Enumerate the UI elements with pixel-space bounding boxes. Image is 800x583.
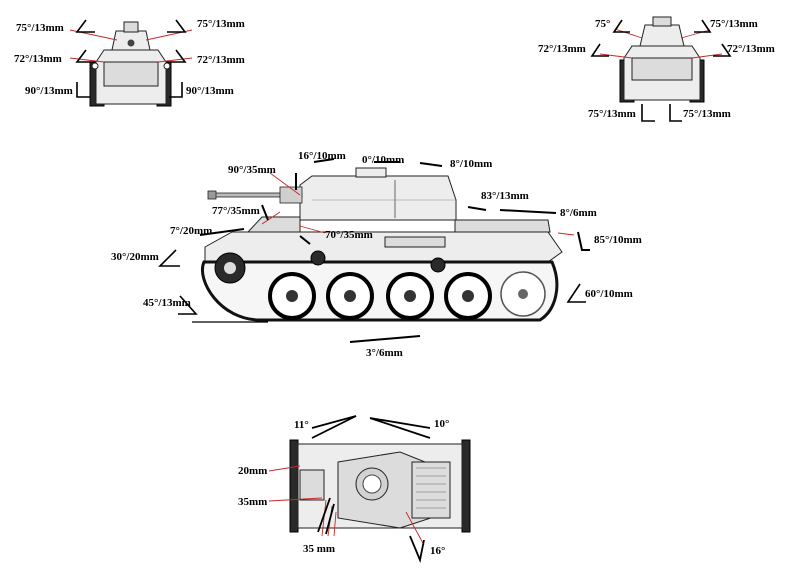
side-cupola <box>355 167 387 178</box>
side-label-upper-rear-plate: 85°/10mm <box>594 234 642 246</box>
front-view-drawing <box>89 21 172 107</box>
front-label-mid-left: 72°/13mm <box>14 53 62 65</box>
side-hull <box>204 231 563 263</box>
side-label-turret-roof-front: 16°/10mm <box>298 150 346 162</box>
rear-label-mid-left: 72°/13mm <box>538 43 586 55</box>
front-label-mid-right: 72°/13mm <box>197 54 245 66</box>
top-label-right-angle: 10° <box>434 418 449 430</box>
side-label-nose-plate: 45°/13mm <box>143 297 191 309</box>
top-right-track <box>461 439 471 533</box>
side-label-hull-roof-front: 7°/20mm <box>170 225 212 237</box>
side-label-lower-front-plate: 30°/20mm <box>111 251 159 263</box>
rear-label-upper-left: 75° <box>595 18 610 30</box>
rear-view-angle-markers <box>590 19 732 122</box>
top-label-left-angle: 11° <box>294 419 309 431</box>
top-view-drawing <box>289 439 471 533</box>
side-label-turret-front: 77°/35mm <box>212 205 260 217</box>
top-label-turret-side: 35 mm <box>303 543 335 555</box>
side-engine-deck <box>454 219 551 233</box>
side-return-roller-1 <box>310 250 326 266</box>
side-hull-box <box>384 236 446 248</box>
side-label-mantlet: 90°/35mm <box>228 164 276 176</box>
front-cupola <box>123 21 139 33</box>
front-gun <box>127 39 135 47</box>
side-label-upper-front-plate: 70°/35mm <box>325 229 373 241</box>
rear-label-mid-right: 72°/13mm <box>727 43 775 55</box>
front-right-headlight <box>163 62 171 70</box>
side-return-roller-2 <box>430 257 446 273</box>
side-front-plate <box>246 216 301 233</box>
side-label-turret-roof: 0°/10mm <box>362 154 404 166</box>
side-label-engine-deck: 8°/6mm <box>560 207 597 219</box>
top-left-track <box>289 439 299 533</box>
top-engine-deck <box>411 461 451 519</box>
rear-cupola <box>652 16 672 27</box>
front-label-lower-left: 90°/13mm <box>25 85 73 97</box>
rear-label-lower-left: 75°/13mm <box>588 108 636 120</box>
front-label-lower-right: 90°/13mm <box>186 85 234 97</box>
rear-turret <box>639 24 685 47</box>
side-label-hull-floor: 3°/6mm <box>366 347 403 359</box>
side-view-angle-markers <box>158 158 590 343</box>
side-turret <box>299 175 457 221</box>
front-glacis <box>103 61 159 87</box>
rear-label-lower-right: 75°/13mm <box>683 108 731 120</box>
rear-label-upper-right: 75°/13mm <box>710 18 758 30</box>
rear-plate <box>631 57 693 81</box>
top-front-plate <box>299 469 325 501</box>
side-view-pointers <box>261 172 575 236</box>
side-muzzle <box>207 190 217 200</box>
side-mantlet <box>279 186 303 204</box>
rear-view-drawing <box>619 16 705 103</box>
front-view-angle-markers <box>75 19 187 98</box>
side-view-drawing <box>192 167 563 323</box>
top-label-front-plate: 20mm <box>238 465 267 477</box>
top-label-rear-angle: 16° <box>430 545 445 557</box>
front-left-headlight <box>91 62 99 70</box>
front-label-upper-left: 75°/13mm <box>16 22 64 34</box>
top-label-hull-side: 35mm <box>238 496 267 508</box>
side-label-turret-roof-rear: 8°/10mm <box>450 158 492 170</box>
top-view-angle-markers <box>311 415 431 564</box>
side-label-lower-rear-plate: 60°/10mm <box>585 288 633 300</box>
front-label-upper-right: 75°/13mm <box>197 18 245 30</box>
side-label-turret-rear: 83°/13mm <box>481 190 529 202</box>
